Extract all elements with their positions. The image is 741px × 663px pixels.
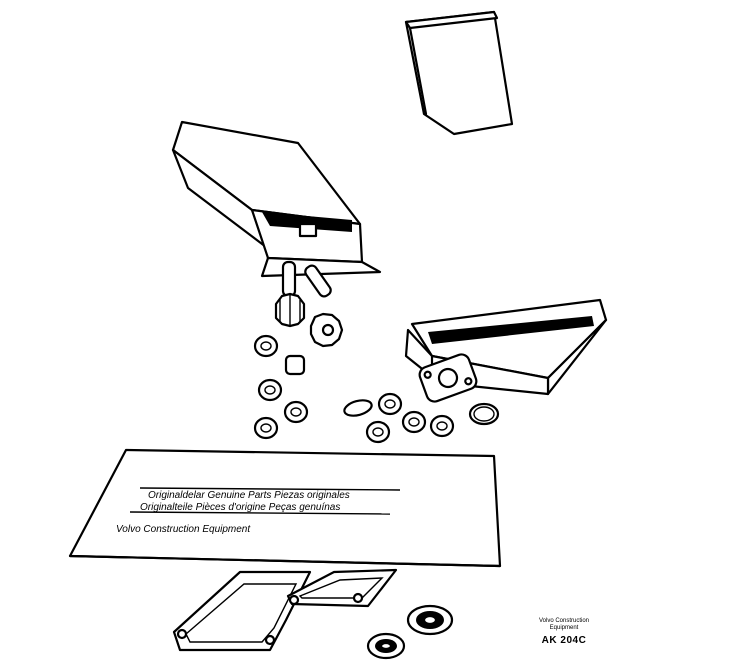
gaskets <box>172 568 398 652</box>
plate-line-2: Originalteile Pièces d'origine Peças gen… <box>140 502 340 513</box>
open-box-right <box>404 298 608 403</box>
closed-box <box>404 10 514 136</box>
pins-and-gears <box>274 260 344 348</box>
genuine-parts-plate: Originaldelar Genuine Parts Piezas origi… <box>68 448 502 568</box>
caption-code-prefix: AK <box>541 635 558 646</box>
caption-company-line2: Equipment <box>549 625 579 631</box>
plate-line-1: Originaldelar Genuine Parts Piezas origi… <box>148 490 350 501</box>
bearings <box>366 604 454 660</box>
caption-code: AK 204C <box>520 635 608 646</box>
open-box-left <box>171 120 382 278</box>
caption-code-number: 204C <box>560 635 587 646</box>
plate-brand: Volvo Construction Equipment <box>116 524 251 535</box>
seal-rings <box>253 334 500 444</box>
caption-company-line1: Volvo Construction <box>538 618 590 624</box>
figure-caption: Volvo Construction Equipment AK 204C <box>520 618 608 646</box>
